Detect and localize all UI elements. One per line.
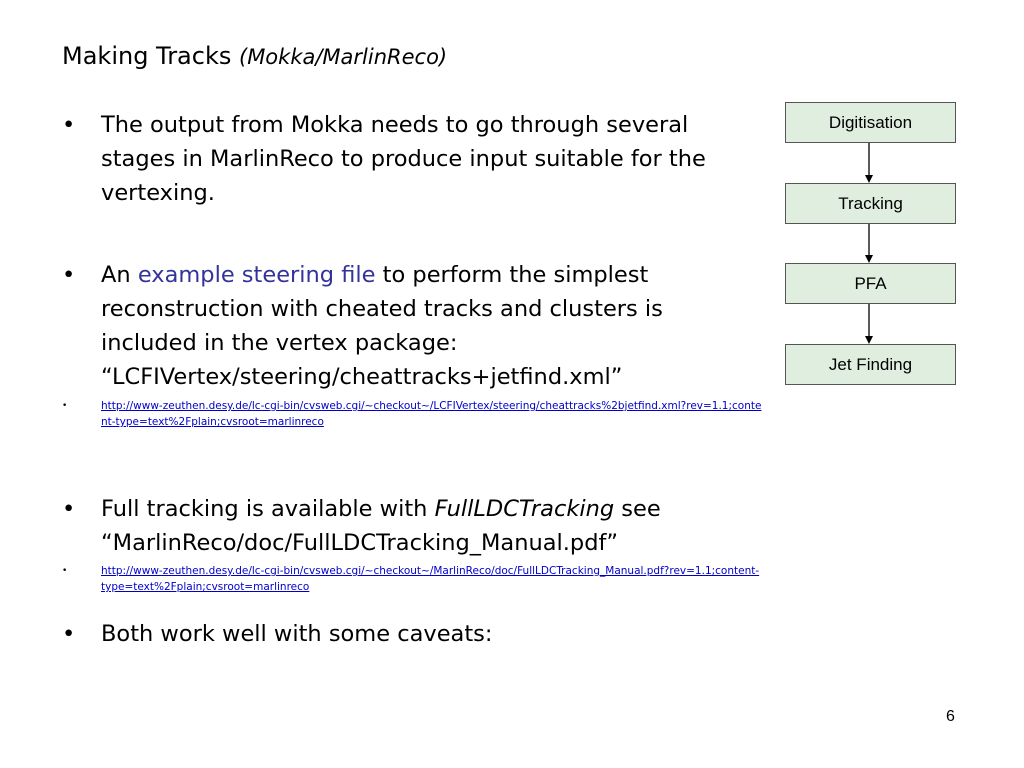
bullet-1-text: The output from Mokka needs to go throug… [101, 112, 706, 206]
flow-box-jet-finding: Jet Finding [785, 344, 956, 385]
page-number: 6 [946, 708, 955, 725]
title-subtitle: (Mokka/MarlinReco) [239, 45, 448, 69]
bullet-3-emphasis: FullLDCTracking [434, 496, 615, 522]
flow-box-digitisation: Digitisation [785, 102, 956, 143]
bullet-3: • Full tracking is available with FullLD… [62, 492, 762, 560]
small-bullet-dot: • [62, 401, 68, 411]
bullet-4: • Both work well with some caveats: [62, 617, 762, 651]
example-steering-file-link[interactable]: example steering file [137, 262, 376, 288]
bullet-dot: • [62, 621, 76, 647]
bullet-dot: • [62, 496, 76, 522]
bullet-2: • An example steering file to perform th… [62, 258, 762, 394]
cheattracks-url-link[interactable]: http://www-zeuthen.desy.de/lc-cgi-bin/cv… [101, 400, 762, 428]
sub-bullet-1: • http://www-zeuthen.desy.de/lc-cgi-bin/… [62, 398, 762, 430]
bullet-3-text: Full tracking is available with FullLDCT… [101, 492, 762, 560]
bullet-dot: • [62, 112, 76, 138]
bullet-2-suffix: to perform the simplest reconstruction w… [101, 262, 663, 390]
bullet-2-prefix: An [101, 262, 138, 288]
title-main: Making Tracks [62, 42, 239, 70]
flow-box-pfa: PFA [785, 263, 956, 304]
bullet-4-text: Both work well with some caveats: [101, 621, 493, 647]
fullldc-manual-url-link[interactable]: http://www-zeuthen.desy.de/lc-cgi-bin/cv… [101, 565, 760, 593]
sub-bullet-2: • http://www-zeuthen.desy.de/lc-cgi-bin/… [62, 563, 762, 595]
bullet-1: • The output from Mokka needs to go thro… [62, 108, 762, 210]
bullet-3-suffix: see “MarlinReco/doc/FullLDCTracking_Manu… [101, 496, 661, 556]
slide-title: Making Tracks (Mokka/MarlinReco) [62, 40, 447, 73]
small-bullet-dot: • [62, 566, 68, 576]
flow-box-tracking: Tracking [785, 183, 956, 224]
bullet-2-text: An example steering file to perform the … [101, 258, 762, 394]
bullet-3-prefix: Full tracking is available with [101, 496, 435, 522]
bullet-dot: • [62, 262, 76, 288]
